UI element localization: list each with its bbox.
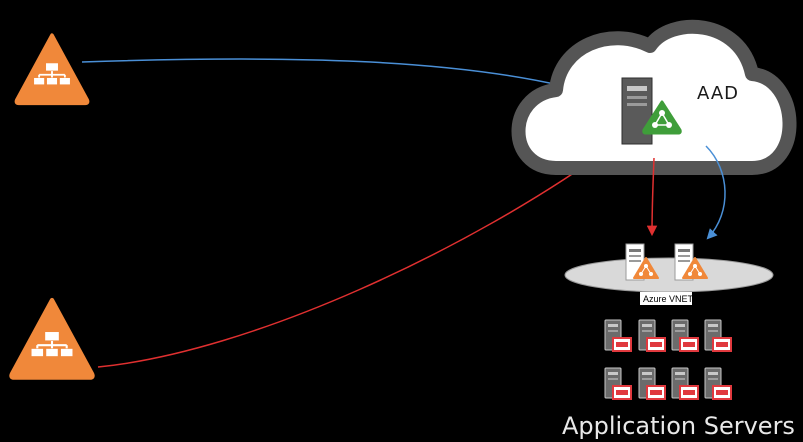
aad-server-icon bbox=[621, 77, 653, 145]
app-server-icon bbox=[704, 367, 732, 400]
app-server-icon bbox=[604, 367, 632, 400]
app-server-icon bbox=[638, 367, 666, 400]
vnet-label-box bbox=[640, 292, 692, 305]
application-servers-label: Application Servers bbox=[562, 412, 795, 440]
aad-cloud bbox=[511, 19, 797, 175]
app-server-icon bbox=[638, 319, 666, 352]
network-site-top-icon bbox=[14, 33, 90, 106]
azure-vnet-ellipse bbox=[564, 257, 774, 293]
application-servers-grid bbox=[604, 319, 732, 400]
connector-red-site-to-aad bbox=[97, 143, 616, 368]
connector-red-aad-to-vnet bbox=[646, 157, 658, 237]
app-server-icon bbox=[671, 367, 699, 400]
vnet-label: Azure VNET bbox=[643, 294, 694, 304]
aad-network-badge-icon bbox=[642, 100, 682, 135]
connector-blue-site-to-aad bbox=[81, 58, 607, 100]
connector-blue-aad-to-vnet bbox=[705, 145, 726, 240]
app-server-icon bbox=[704, 319, 732, 352]
app-server-icon bbox=[671, 319, 699, 352]
aad-label: AAD bbox=[697, 83, 739, 104]
app-server-icon bbox=[604, 319, 632, 352]
network-site-bottom-icon bbox=[11, 300, 92, 378]
